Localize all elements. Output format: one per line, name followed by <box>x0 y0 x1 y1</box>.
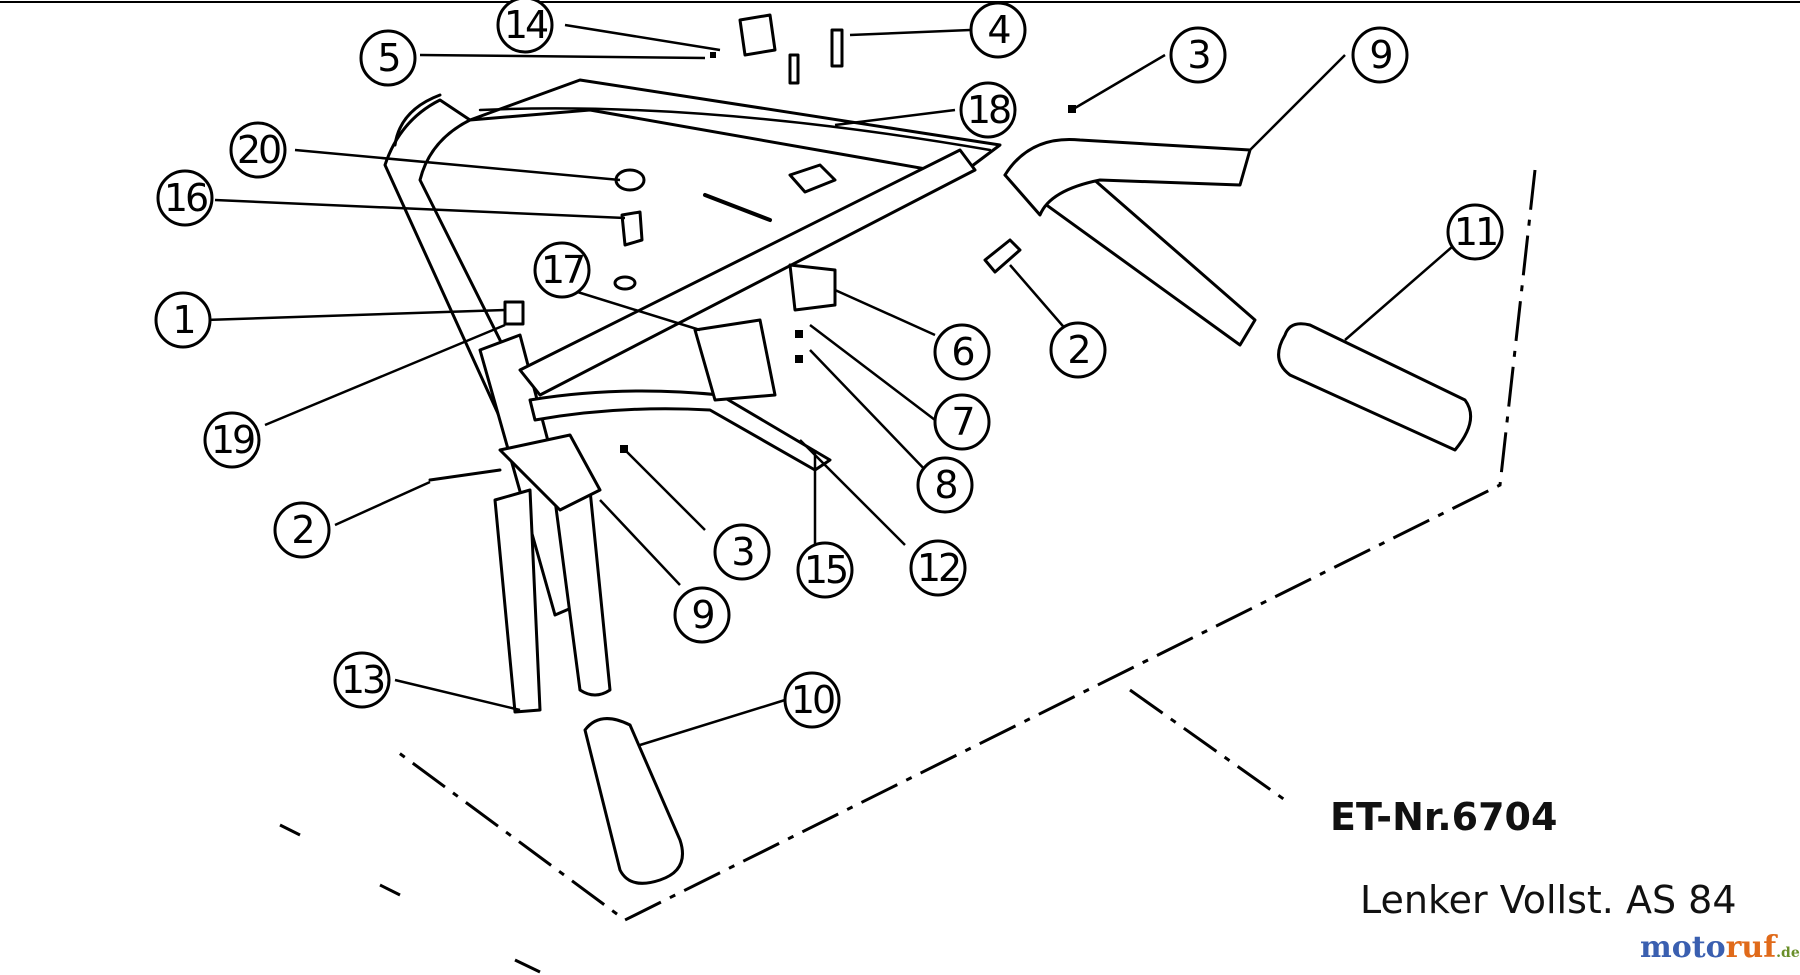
assembly-outline <box>279 169 1537 974</box>
svg-text:11: 11 <box>1454 210 1496 254</box>
callout-18: 18 <box>959 81 1017 139</box>
callout-9-top: 9 <box>1351 26 1409 84</box>
callouts: 14 4 5 3 9 18 20 16 11 17 1 2 6 7 19 8 2… <box>154 0 1504 729</box>
callout-10: 10 <box>783 671 841 729</box>
watermark-suffix: .de <box>1776 945 1800 961</box>
callout-20: 20 <box>229 121 287 179</box>
callout-4: 4 <box>969 1 1027 59</box>
watermark-logo[interactable]: motoruf.de <box>1640 930 1800 965</box>
callout-5: 5 <box>359 29 417 87</box>
handle-frame <box>383 13 1473 885</box>
svg-text:15: 15 <box>804 548 846 592</box>
watermark-part1: moto <box>1640 930 1726 965</box>
svg-text:7: 7 <box>951 400 972 444</box>
callout-14: 14 <box>496 0 554 54</box>
callout-2-left: 2 <box>273 501 331 559</box>
svg-text:3: 3 <box>1187 33 1209 77</box>
svg-text:8: 8 <box>934 463 956 507</box>
leader-lines <box>204 23 1461 747</box>
svg-text:17: 17 <box>541 248 583 292</box>
svg-text:18: 18 <box>967 88 1010 132</box>
svg-text:20: 20 <box>237 128 280 172</box>
svg-text:1: 1 <box>172 298 193 342</box>
callout-7: 7 <box>933 393 991 451</box>
callout-15: 15 <box>796 541 854 599</box>
svg-text:4: 4 <box>987 8 1010 52</box>
svg-text:19: 19 <box>211 418 254 462</box>
svg-text:5: 5 <box>377 36 398 80</box>
svg-text:10: 10 <box>791 678 834 722</box>
callout-12: 12 <box>909 539 967 597</box>
svg-text:16: 16 <box>164 176 207 220</box>
svg-text:6: 6 <box>951 330 973 374</box>
callout-13: 13 <box>333 651 391 709</box>
callout-1: 1 <box>154 291 212 349</box>
callout-16: 16 <box>156 169 214 227</box>
callout-6: 6 <box>933 323 991 381</box>
svg-text:9: 9 <box>691 593 713 637</box>
svg-text:12: 12 <box>917 546 959 590</box>
part-number-label: ET-Nr.6704 <box>1330 795 1558 839</box>
callout-19: 19 <box>203 411 261 469</box>
watermark-part2: ruf <box>1725 930 1777 965</box>
callout-9-lower: 9 <box>673 586 731 644</box>
diagram-title: Lenker Vollst. AS 84 <box>1360 878 1737 922</box>
svg-text:13: 13 <box>341 658 384 702</box>
svg-text:9: 9 <box>1369 33 1391 77</box>
callout-17: 17 <box>533 241 591 299</box>
svg-text:2: 2 <box>291 508 312 552</box>
callout-11: 11 <box>1446 203 1504 261</box>
callout-2-right: 2 <box>1049 321 1107 379</box>
svg-text:2: 2 <box>1067 328 1088 372</box>
callout-3-lower: 3 <box>713 523 771 581</box>
svg-text:3: 3 <box>731 530 753 574</box>
callout-8: 8 <box>916 456 974 514</box>
callout-3-top: 3 <box>1169 26 1227 84</box>
svg-text:14: 14 <box>504 3 548 47</box>
